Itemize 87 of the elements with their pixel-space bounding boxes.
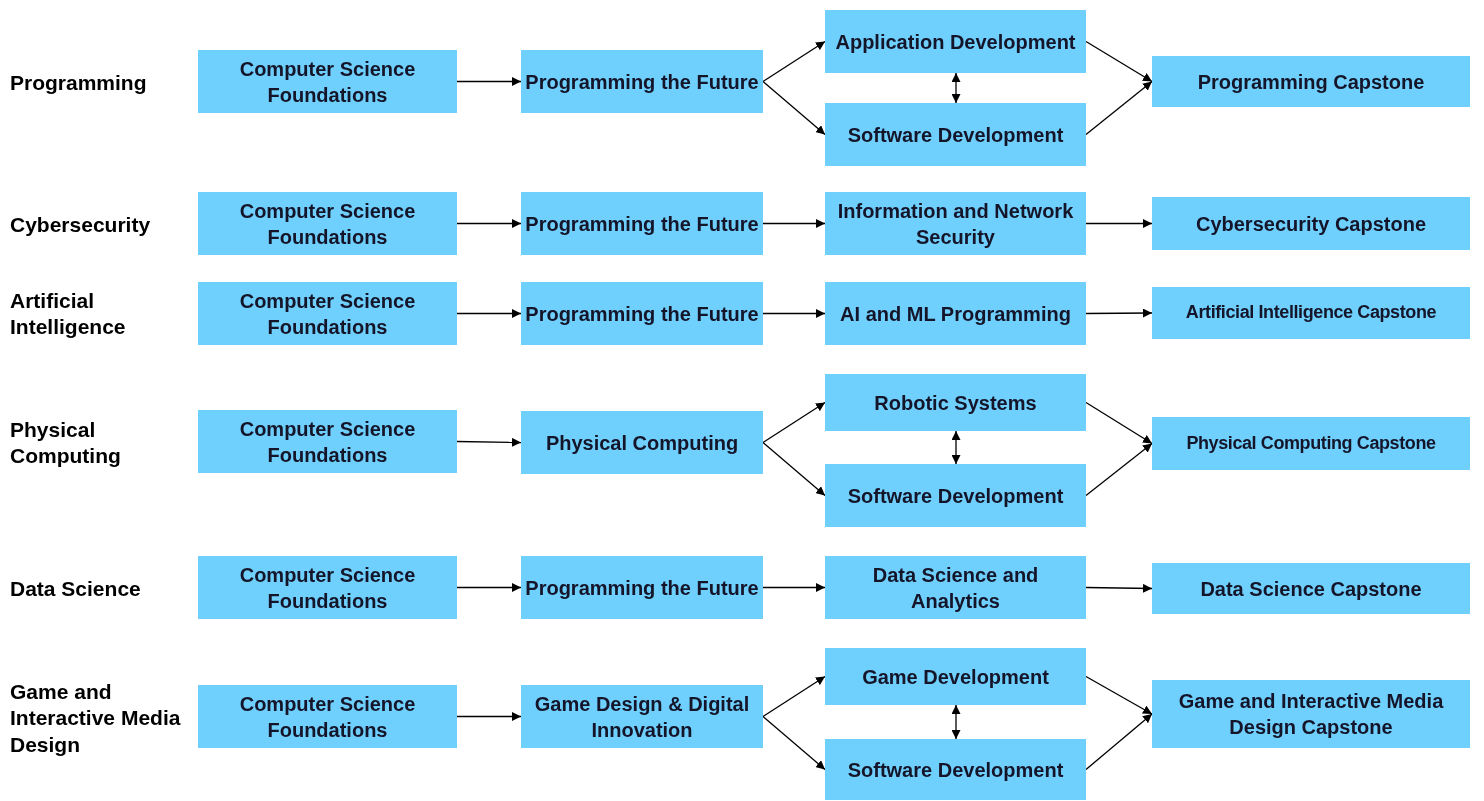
course-box (521, 685, 763, 748)
arrow (456, 77, 522, 86)
course-title: Software Development (847, 122, 1064, 148)
course-title: Programming the Future (525, 301, 759, 327)
course-box (825, 464, 1086, 527)
arrow (951, 430, 961, 465)
course-title: Data Science Capstone (1200, 576, 1422, 602)
pathway-label: Programming (10, 69, 148, 96)
arrow (1085, 40, 1153, 83)
arrow (1085, 219, 1153, 228)
course-title: Information and Network Security (836, 198, 1075, 250)
course-title: Computer Science Foundations (238, 562, 417, 614)
course-box (198, 192, 457, 255)
arrow (762, 715, 826, 771)
arrow (762, 401, 826, 444)
course-box (1152, 56, 1470, 107)
course-box (825, 192, 1086, 255)
arrow (762, 583, 826, 592)
course-title: Game Development (862, 664, 1049, 690)
arrow (1085, 401, 1153, 445)
arrow (1085, 713, 1153, 771)
course-title: Game and Interactive Media Design Capstone (1177, 689, 1445, 740)
arrow (456, 309, 522, 318)
pathway-label: Cybersecurity (10, 211, 152, 238)
arrow (456, 712, 522, 721)
pathway-label: Data Science (10, 575, 142, 602)
arrow (762, 309, 826, 318)
course-box (521, 50, 763, 113)
course-title: Programming the Future (525, 211, 759, 237)
arrow (762, 80, 826, 136)
course-box (1152, 197, 1470, 250)
arrow (1085, 583, 1153, 593)
course-box (198, 685, 457, 748)
course-box (825, 282, 1086, 345)
pathway-label: Physical Computing (10, 416, 122, 469)
course-box (521, 411, 763, 474)
course-title: Physical Computing Capstone (1186, 431, 1436, 455)
course-title: Application Development (835, 29, 1076, 55)
arrow (762, 441, 826, 497)
course-title: Data Science and Analytics (871, 562, 1040, 614)
course-box (1152, 417, 1470, 470)
course-title: Robotic Systems (874, 390, 1037, 416)
arrow (456, 219, 522, 228)
course-box (825, 739, 1086, 800)
course-box (1152, 287, 1470, 339)
course-title: Programming Capstone (1197, 69, 1425, 95)
pathway-label: Artificial Intelligence (10, 287, 127, 340)
arrow (456, 583, 522, 592)
course-title: Game Design & Digital Innovation (533, 691, 751, 743)
arrow (951, 72, 961, 104)
course-box (198, 410, 457, 473)
course-box (825, 556, 1086, 619)
arrow (762, 675, 826, 718)
course-title: Physical Computing (545, 430, 739, 456)
course-box (825, 103, 1086, 166)
course-box (1152, 563, 1470, 614)
arrow (762, 40, 826, 83)
arrow (1085, 308, 1153, 318)
arrow (1085, 675, 1153, 715)
course-title: Software Development (847, 483, 1064, 509)
course-box (521, 192, 763, 255)
course-title: Computer Science Foundations (238, 416, 417, 468)
course-box (521, 282, 763, 345)
arrow (1085, 80, 1153, 136)
course-title: Computer Science Foundations (238, 691, 417, 743)
course-box (825, 10, 1086, 73)
course-title: Software Development (847, 757, 1064, 783)
course-title: Computer Science Foundations (238, 198, 417, 250)
course-title: Programming the Future (525, 575, 759, 601)
course-title: Artificial Intelligence Capstone (1185, 301, 1437, 325)
course-box (825, 648, 1086, 705)
course-box (521, 556, 763, 619)
arrow (456, 437, 522, 447)
course-box (198, 556, 457, 619)
course-box (198, 50, 457, 113)
course-title: Computer Science Foundations (238, 56, 417, 108)
course-box (198, 282, 457, 345)
course-title: Programming the Future (525, 69, 759, 95)
course-title: Computer Science Foundations (238, 288, 417, 340)
arrow (951, 704, 961, 740)
course-box (1152, 680, 1470, 748)
course-box (825, 374, 1086, 431)
course-title: Cybersecurity Capstone (1195, 211, 1427, 237)
arrow (1085, 442, 1153, 497)
arrow (762, 219, 826, 228)
pathway-label: Game and Interactive Media Design (10, 678, 182, 758)
course-title: AI and ML Programming (840, 301, 1071, 327)
